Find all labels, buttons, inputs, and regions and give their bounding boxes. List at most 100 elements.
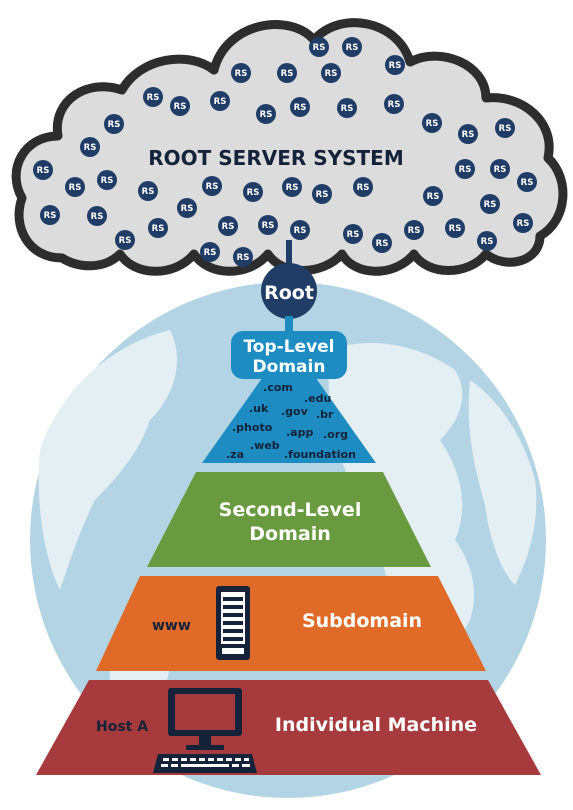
svg-text:RS: RS — [389, 61, 402, 71]
svg-text:RS: RS — [517, 219, 530, 229]
svg-text:RS: RS — [281, 69, 294, 79]
second-level-line1: Second-Level — [219, 499, 362, 521]
svg-text:RS: RS — [247, 188, 260, 198]
tld-triangle — [202, 340, 376, 463]
machine-label: Individual Machine — [275, 714, 477, 736]
svg-text:RS: RS — [388, 100, 401, 110]
root-tld-connector — [285, 316, 293, 336]
svg-text:RS: RS — [206, 182, 219, 192]
rs-badge: RS — [343, 224, 363, 244]
svg-text:RS: RS — [347, 230, 360, 240]
tld-title-line1: Top-Level — [243, 337, 334, 357]
top-level-domain-tier: Top-Level Domain .com .edu .uk .gov .br … — [202, 331, 376, 463]
root-badge — [261, 263, 317, 319]
rs-badge: RS — [309, 37, 329, 57]
rs-badge: RS — [445, 218, 465, 238]
tld-item: .uk — [249, 402, 269, 415]
rs-badge: RS — [312, 184, 332, 204]
second-level-trapezoid — [147, 472, 431, 567]
svg-text:RS: RS — [204, 248, 217, 258]
svg-text:RS: RS — [84, 143, 97, 153]
svg-text:RS: RS — [294, 226, 307, 236]
svg-text:RS: RS — [313, 43, 326, 53]
svg-text:RS: RS — [152, 224, 165, 234]
svg-text:RS: RS — [427, 192, 440, 202]
root-server-system-title: ROOT SERVER SYSTEM — [148, 146, 403, 170]
rs-badge: RS — [277, 63, 297, 83]
tld-item: .app — [286, 426, 313, 439]
subdomain-prefix: www — [152, 618, 191, 634]
rs-badge: RS — [148, 218, 168, 238]
rs-badge: RS — [104, 114, 124, 134]
rs-badge: RS — [282, 177, 302, 197]
svg-text:RS: RS — [237, 253, 250, 263]
rs-badge: RS — [243, 182, 263, 202]
rs-badge: RS — [513, 213, 533, 233]
svg-text:RS: RS — [408, 226, 421, 236]
subdomain-trapezoid — [96, 576, 486, 671]
rs-badge: RS — [480, 194, 500, 214]
rs-badge: RS — [290, 97, 310, 117]
tld-item: .gov — [281, 405, 309, 418]
svg-text:RS: RS — [494, 165, 507, 175]
rs-badge: RS — [33, 160, 53, 180]
svg-text:RS: RS — [260, 110, 273, 120]
svg-text:RS: RS — [499, 124, 512, 134]
svg-text:RS: RS — [357, 183, 370, 193]
globe-land-asia — [468, 380, 537, 585]
svg-text:RS: RS — [44, 211, 57, 221]
rs-badge: RS — [477, 231, 497, 251]
rs-badge: RS — [455, 159, 475, 179]
tld-item: .org — [323, 428, 348, 441]
rs-badge-group: RS RS RS RS RS RS RS RS RS RS RS RS RS RS RS RS RS RS RS RS… — [33, 37, 537, 267]
svg-text:RS: RS — [37, 166, 50, 176]
rs-badge: RS — [372, 233, 392, 253]
tld-title-line2: Domain — [253, 357, 326, 377]
rs-badge: RS — [337, 98, 357, 118]
svg-text:RS: RS — [181, 204, 194, 214]
tld-item: .za — [226, 448, 244, 461]
machine-trapezoid — [36, 680, 541, 775]
svg-text:RS: RS — [294, 103, 307, 113]
svg-text:RS: RS — [449, 224, 462, 234]
rs-badge: RS — [385, 55, 405, 75]
rs-badge: RS — [80, 137, 100, 157]
tld-item: .web — [250, 439, 280, 452]
rs-badge: RS — [87, 206, 107, 226]
svg-text:RS: RS — [325, 69, 338, 79]
tld-header-box — [231, 331, 347, 379]
rs-badge: RS — [138, 181, 158, 201]
server-tower-icon — [216, 586, 250, 660]
svg-text:RS: RS — [346, 43, 359, 53]
rs-badge: RS — [495, 118, 515, 138]
root-node: Root — [261, 263, 317, 319]
svg-text:RS: RS — [286, 183, 299, 193]
svg-text:RS: RS — [481, 237, 494, 247]
svg-text:RS: RS — [214, 97, 227, 107]
rs-badge: RS — [233, 247, 253, 267]
rs-badge: RS — [177, 198, 197, 218]
root-server-cloud: RS RS RS RS RS RS RS RS RS RS RS RS RS RS RS RS RS RS RS RS… — [11, 18, 568, 276]
svg-text:RS: RS — [142, 187, 155, 197]
rs-badge: RS — [143, 87, 163, 107]
svg-text:RS: RS — [119, 236, 132, 246]
tld-item: .com — [263, 381, 293, 394]
second-level-line2: Domain — [249, 523, 330, 545]
rs-badge: RS — [353, 177, 373, 197]
cloud-outline — [11, 18, 568, 276]
svg-text:RS: RS — [101, 176, 114, 186]
svg-text:RS: RS — [69, 183, 82, 193]
svg-text:RS: RS — [376, 239, 389, 249]
rs-badge: RS — [40, 205, 60, 225]
svg-text:RS: RS — [174, 102, 187, 112]
rs-badge: RS — [97, 170, 117, 190]
rs-badge: RS — [170, 96, 190, 116]
rs-badge: RS — [218, 216, 238, 236]
machine-prefix: Host A — [96, 719, 148, 735]
rs-badge: RS — [202, 176, 222, 196]
rs-badge: RS — [321, 63, 341, 83]
tld-item: .foundation — [284, 448, 356, 461]
rs-badge: RS — [384, 94, 404, 114]
